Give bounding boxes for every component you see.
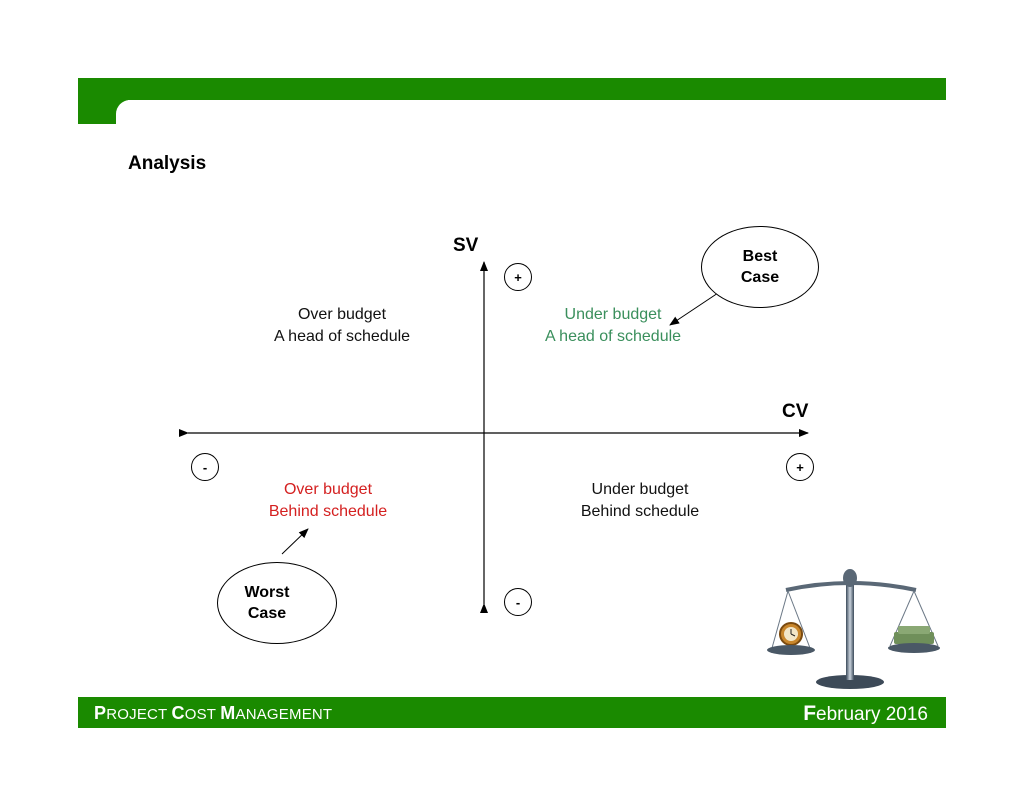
- quadrant-bottom-right-line2: Behind schedule: [580, 503, 700, 520]
- quadrant-bottom-right-line1: Under budget: [591, 481, 689, 498]
- slide-title: Analysis: [128, 153, 207, 174]
- y-plus-marker: +: [504, 263, 532, 291]
- footer-word1-initial: P: [94, 703, 107, 723]
- worst-case-line1: Worst: [244, 584, 290, 601]
- quadrant-bottom-right: Under budget Behind schedule: [550, 479, 730, 523]
- footer-course-title: PROJECT COST MANAGEMENT: [94, 703, 332, 724]
- best-case-arrow: [669, 292, 719, 326]
- footer-date-rest: ebruary 2016: [816, 704, 928, 725]
- y-axis-label: SV: [453, 235, 479, 256]
- money-icon: [894, 632, 934, 644]
- best-case-line2: Case: [740, 269, 780, 286]
- header-bar: [78, 78, 946, 100]
- quadrant-bottom-left: Over budget Behind schedule: [238, 479, 418, 523]
- best-case-line1: Best: [742, 248, 778, 265]
- worst-case-arrow: [281, 528, 309, 555]
- quadrant-top-left-line2: A head of schedule: [273, 328, 411, 345]
- footer-date-initial: F: [803, 702, 817, 725]
- quadrant-top-left: Over budget A head of schedule: [252, 304, 432, 348]
- footer-word2-initial: C: [171, 703, 185, 723]
- x-minus-marker: -: [191, 453, 219, 481]
- header-bar-curve: [116, 100, 146, 130]
- footer-word1-rest: ROJECT: [106, 706, 168, 723]
- footer-bar: PROJECT COST MANAGEMENT February 2016: [78, 697, 946, 728]
- quadrant-top-left-line1: Over budget: [297, 306, 387, 323]
- quadrant-top-right-line1: Under budget: [564, 306, 662, 323]
- footer-word2-rest: OST: [184, 706, 216, 723]
- worst-case-callout: Worst Case: [217, 562, 337, 644]
- quadrant-bottom-left-line1: Over budget: [283, 481, 373, 498]
- worst-case-line2: Case: [247, 605, 287, 622]
- scale-illustration: [767, 569, 940, 689]
- quadrant-top-right: Under budget A head of schedule: [523, 304, 703, 348]
- x-axis-label: CV: [782, 401, 809, 422]
- x-plus-marker: +: [786, 453, 814, 481]
- footer-date: February 2016: [803, 702, 928, 726]
- y-minus-marker: -: [504, 588, 532, 616]
- quadrant-top-right-line2: A head of schedule: [544, 328, 682, 345]
- footer-word3-rest: ANAGEMENT: [235, 706, 333, 723]
- footer-word3-initial: M: [220, 703, 236, 723]
- quadrant-bottom-left-line2: Behind schedule: [268, 503, 388, 520]
- best-case-callout: Best Case: [701, 226, 819, 308]
